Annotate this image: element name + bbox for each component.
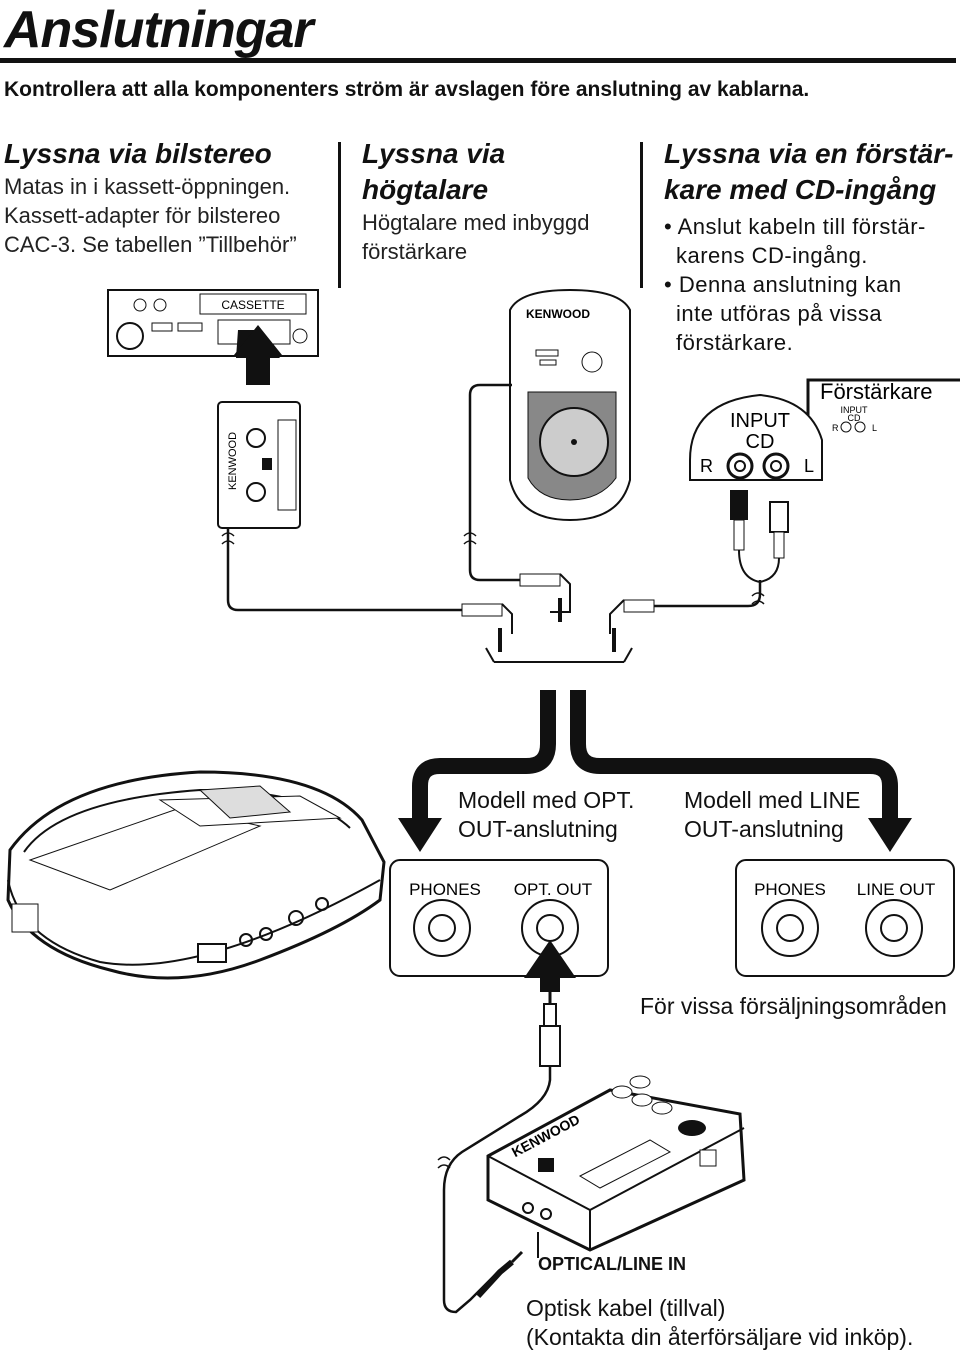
caption-line: OUT-anslutning [684, 816, 844, 842]
r-small-label: R [832, 423, 839, 433]
kenwood-logo: KENWOOD [227, 432, 239, 490]
column-line: Matas in i kassett-öppningen. [4, 174, 291, 199]
title-rule [0, 58, 956, 63]
bullet-line: inte utföras på vissa [676, 301, 883, 326]
plug-connectors [461, 573, 765, 663]
caption-line: Modell med LINE [684, 787, 861, 813]
column-car-stereo: Lyssna via bilstereo Matas in i kassett-… [4, 136, 334, 259]
column-heading-line: Lyssna via en förstär- [664, 138, 954, 169]
car-stereo-illustration: CASSETTE [107, 289, 319, 357]
model-line-caption: Modell med LINE OUT-anslutning [684, 786, 860, 844]
column-heading: Lyssna via högtalare [362, 138, 506, 205]
bullet-line: karens CD-ingång. [676, 243, 868, 268]
arrow-line-out [570, 690, 898, 820]
amplifier-panel: Förstärkare INPUT CD R L INPUT CD R L [689, 378, 960, 584]
optical-up-arrow [524, 940, 576, 992]
caption-line: Optisk kabel (tillval) [526, 1295, 726, 1321]
kenwood-logo: KENWOOD [526, 307, 590, 321]
amplifier-label: Förstärkare [820, 379, 932, 404]
phones-label: PHONES [409, 880, 481, 899]
bullet-line: förstärkare. [676, 330, 794, 355]
caption-line: Modell med OPT. [458, 787, 635, 813]
warning-text: Kontrollera att alla komponenters ström … [4, 78, 810, 101]
regions-note: För vissa försäljningsområden [640, 993, 947, 1019]
page-title: Anslutningar [4, 1, 314, 59]
column-speaker: Lyssna via högtalare Högtalare med inbyg… [362, 136, 632, 266]
port-panel-opt: PHONES OPT. OUT [389, 859, 609, 977]
input-small-label: INPUT [841, 405, 869, 415]
r-label: R [700, 456, 713, 476]
column-line: Högtalare med inbyggd [362, 210, 590, 235]
cd-player-illustration [6, 770, 386, 980]
cd-label: CD [746, 431, 775, 453]
cable-caption: Optisk kabel (tillval) (Kontakta din åte… [526, 1294, 913, 1352]
bullet-item: • Anslut kabeln till förstär- [664, 214, 926, 239]
bullet-item: • Denna anslutning kan [664, 272, 902, 297]
line-out-label: LINE OUT [857, 880, 935, 899]
optical-cable [437, 1003, 561, 1314]
column-line: förstärkare [362, 239, 468, 264]
column-line: Kassett-adapter för bilstereo [4, 203, 281, 228]
caption-line: OUT-anslutning [458, 816, 618, 842]
cd-small-label: CD [848, 413, 861, 423]
column-line: CAC-3. Se tabellen ”Tillbehör” [4, 232, 297, 257]
cassette-label: CASSETTE [221, 298, 284, 312]
column-divider [640, 142, 643, 288]
phones-label: PHONES [754, 880, 826, 899]
arrow-opt-out [412, 690, 556, 820]
input-label: INPUT [730, 410, 790, 432]
optical-in-label: OPTICAL/LINE IN [538, 1254, 686, 1274]
speaker-illustration: KENWOOD [509, 288, 631, 522]
model-opt-caption: Modell med OPT. OUT-anslutning [458, 786, 634, 844]
port-panel-line: PHONES LINE OUT [735, 859, 955, 977]
column-heading: Lyssna via bilstereo [4, 138, 272, 169]
cassette-adapter-illustration: KENWOOD [217, 401, 301, 529]
caption-line: (Kontakta din återförsäljare vid inköp). [526, 1324, 914, 1350]
opt-out-label: OPT. OUT [514, 880, 592, 899]
column-heading-line: kare med CD-ingång [664, 174, 937, 205]
l-label: L [804, 456, 814, 476]
l-small-label: L [872, 423, 877, 433]
recorder-illustration: KENWOOD [486, 1075, 746, 1252]
column-divider [338, 142, 341, 288]
column-amplifier: Lyssna via en förstär- kare med CD-ingån… [664, 136, 954, 357]
